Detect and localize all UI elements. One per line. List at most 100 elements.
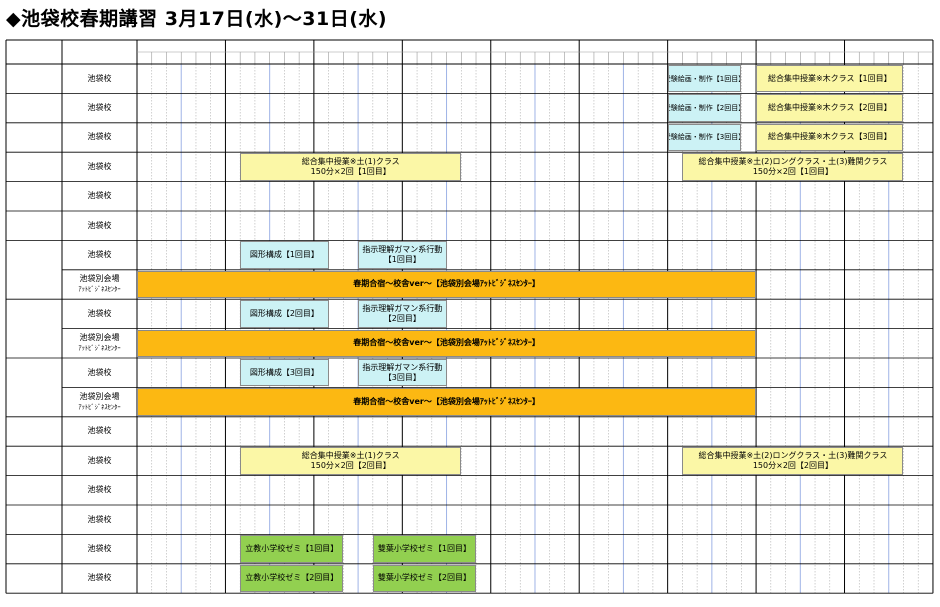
minute-label [756,53,771,65]
event-label: 図形構成【1回目】 [249,250,319,260]
event-block: 春期合宿～校舎ver～【池袋別会場ｱｯﾄﾋﾞｼﾞﾈｽｾﾝﾀｰ】 [137,270,757,299]
hour-label [845,41,933,53]
date-cell [6,358,62,417]
school-cell: 池袋校 [62,182,137,211]
event-block: 春期合宿～校舎ver～【池袋別会場ｱｯﾄﾋﾞｼﾞﾈｽｾﾝﾀｰ】 [137,388,757,416]
event-block: 総合集中授業※木クラス【2回目】 [756,94,904,122]
school-name: 池袋校 [87,544,112,554]
school-cell: 池袋校 [62,564,137,593]
minute-label [476,53,491,65]
date-cell [6,123,62,152]
event-block: 図形構成【3回目】 [240,359,329,387]
event-label: 【2回目】 [383,313,421,323]
event-label: 150分×2回【1回目】 [752,166,833,176]
minute-label [918,53,933,65]
minute-label [800,53,815,65]
date-cell [6,211,62,240]
minute-label [417,53,432,65]
minute-label [181,53,196,65]
date-cell [6,446,62,475]
minute-label [830,53,845,65]
minute-label [771,53,786,65]
minute-label [903,53,918,65]
event-label: 立教小学校ゼミ【1回目】 [245,544,339,554]
school-cell: 池袋別会場ｱｯﾄﾋﾞｼﾞﾈｽｾﾝﾀｰ [62,270,137,299]
school-cell: 池袋校 [62,446,137,475]
minute-label [845,53,860,65]
minute-label [638,53,653,65]
event-label: 立教小学校ゼミ【2回目】 [245,573,339,583]
minute-label [284,53,299,65]
minute-label [270,53,285,65]
school-column-header [62,40,137,64]
minute-label [225,53,240,65]
school-name: 池袋別会場 [79,392,120,402]
school-name: 池袋校 [87,308,112,318]
minute-label [447,53,462,65]
event-block: 受験絵画・制作【2回目】 [667,94,742,122]
event-label: 春期合宿～校舎ver～【池袋別会場ｱｯﾄﾋﾞｼﾞﾈｽｾﾝﾀｰ】 [353,279,540,289]
event-block: 受験絵画・制作【1回目】 [667,65,742,93]
minute-label [299,53,314,65]
school-cell: 池袋校 [62,64,137,93]
school-cell: 池袋別会場ｱｯﾄﾋﾞｼﾞﾈｽｾﾝﾀｰ [62,329,137,358]
event-block: 図形構成【2回目】 [240,300,329,328]
event-label: 指示理解ガマン系行動 [362,245,443,255]
date-cell [6,152,62,181]
minute-label [137,53,152,65]
hour-label [579,41,667,53]
minute-label [579,53,594,65]
minute-label [609,53,624,65]
event-block: 総合集中授業※木クラス【3回目】 [756,123,904,152]
school-cell: 池袋校 [62,240,137,269]
school-cell: 池袋校 [62,93,137,122]
school-name: 池袋校 [87,573,112,583]
school-name: 池袋校 [87,73,112,83]
event-label: 総合集中授業※土(2)ロングクラス・土(3)難関クラス [698,156,888,166]
date-cell [6,64,62,93]
event-label: 受験絵画・制作【3回目】 [667,133,742,142]
school-name: ｱｯﾄﾋﾞｼﾞﾈｽｾﾝﾀｰ [78,344,121,353]
minute-label [388,53,403,65]
event-label: 春期合宿～校舎ver～【池袋別会場ｱｯﾄﾋﾞｼﾞﾈｽｾﾝﾀｰ】 [353,397,540,407]
date-cell [6,417,62,446]
date-cell [6,182,62,211]
event-block: 総合集中授業※木クラス【1回目】 [756,65,904,93]
minute-label [358,53,373,65]
school-name: 池袋別会場 [79,274,120,284]
minute-label [668,53,683,65]
date-column-header [6,40,62,64]
minute-label [506,53,521,65]
event-block: 受験絵画・制作【3回目】 [667,123,742,152]
minute-label [211,53,226,65]
event-label: 指示理解ガマン系行動 [362,362,443,372]
event-label: 受験絵画・制作【1回目】 [667,74,742,83]
minute-label [550,53,565,65]
event-label: 総合集中授業※土(2)ロングクラス・土(3)難関クラス [698,450,888,460]
event-label: 【1回目】 [383,255,421,265]
school-cell: 池袋校 [62,152,137,181]
event-block: 指示理解ガマン系行動【2回目】 [358,300,447,328]
event-block: 図形構成【1回目】 [240,241,329,269]
minute-label [535,53,550,65]
school-cell: 池袋校 [62,505,137,534]
minute-label [461,53,476,65]
event-label: 春期合宿～校舎ver～【池袋別会場ｱｯﾄﾋﾞｼﾞﾈｽｾﾝﾀｰ】 [353,338,540,348]
event-label: 150分×2回【1回目】 [310,166,391,176]
school-cell: 池袋校 [62,476,137,505]
school-name: 池袋校 [87,455,112,465]
minute-label [653,53,668,65]
event-label: 雙葉小学校ゼミ【1回目】 [377,544,471,554]
minute-label [255,53,270,65]
school-cell: 池袋校 [62,123,137,152]
minute-label [786,53,801,65]
event-label: 総合集中授業※土(1)クラス [301,156,400,166]
minute-label [373,53,388,65]
minute-label [491,53,506,65]
date-cell [6,476,62,505]
hour-label [756,41,844,53]
minute-label [889,53,904,65]
minute-label [314,53,329,65]
